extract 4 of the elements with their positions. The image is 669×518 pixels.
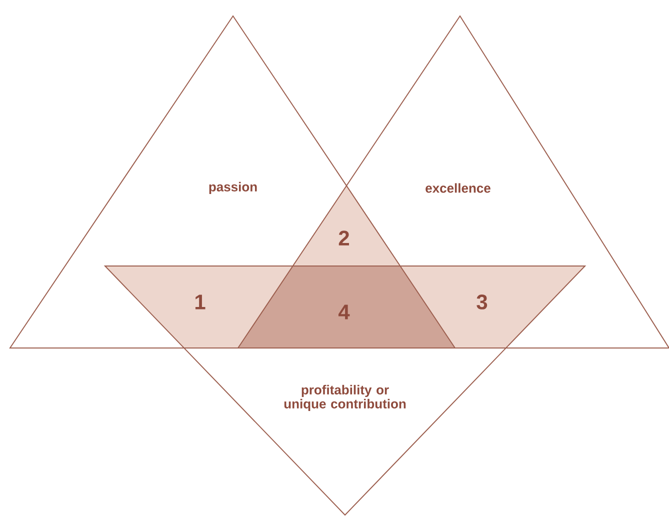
numbered-region: 4: [238, 266, 456, 348]
numbered-region: 1: [105, 266, 293, 348]
numbered-region: 3: [400, 266, 585, 348]
numbered-region: 2: [292, 186, 400, 266]
